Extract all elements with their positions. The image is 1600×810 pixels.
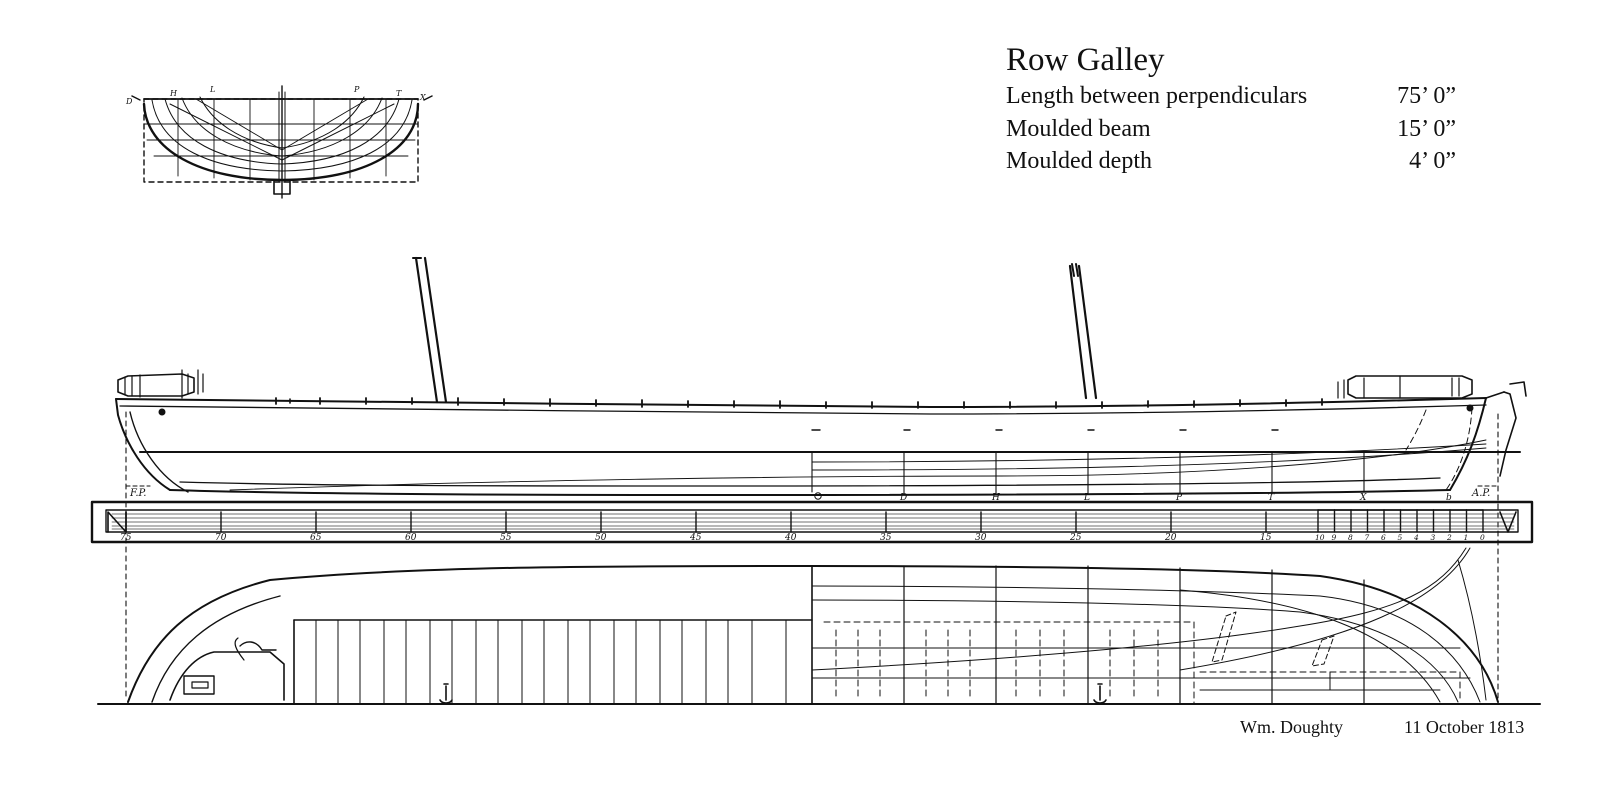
scale-label: 10 [1315, 533, 1325, 542]
scale-label: 3 [1431, 533, 1436, 542]
body-plan-station-label: D [125, 97, 133, 106]
scale-label: 4 [1413, 533, 1419, 542]
dimension-label: Moulded beam [1006, 115, 1151, 142]
scale-label: 65 [310, 533, 322, 543]
drawing-title: Row Galley [1006, 42, 1165, 78]
dimension-label: Length between perpendiculars [1006, 83, 1308, 109]
scale-label: 0 [1480, 533, 1485, 542]
dimension-value: 75’ 0” [1397, 83, 1456, 109]
station-letter: T [1268, 493, 1275, 503]
station-letter: H [991, 493, 1000, 503]
dimension-row-beam: Moulded beam 15’ 0” [1006, 113, 1466, 146]
station-letter: L [1083, 493, 1090, 503]
scale-label: 2 [1446, 533, 1452, 542]
scale-label: 60 [405, 533, 417, 543]
title-block: Row Galley Length between perpendiculars… [1006, 40, 1466, 178]
scale-label: 50 [595, 533, 607, 543]
body-plan [131, 85, 433, 199]
scale-label: 1 [1464, 533, 1469, 542]
scale-label: 25 [1069, 533, 1082, 543]
scale-label: 7 [1365, 533, 1370, 542]
scale-label: 15 [1260, 533, 1272, 543]
midship-mark [814, 492, 822, 500]
scale-label: 70 [215, 533, 227, 543]
scale-label: 5 [1398, 533, 1403, 542]
half-breadth-plan [97, 547, 1541, 705]
scale-label: 40 [784, 533, 797, 543]
body-plan-station-label: P [353, 85, 360, 94]
body-plan-station-label: T [396, 89, 402, 98]
draftsman-name: Wm. Doughty [1240, 717, 1343, 737]
station-letter: D [899, 493, 907, 503]
scale-label: 30 [975, 533, 987, 543]
dimension-row-length: Length between perpendiculars 75’ 0” [1006, 80, 1466, 113]
signature-line: Wm. Doughty 11 October 1813 [1240, 717, 1550, 741]
station-letter: X [1359, 493, 1367, 503]
body-plan-station-label: L [209, 85, 215, 94]
scale-label: 6 [1381, 533, 1386, 542]
body-plan-station-label: X [419, 93, 426, 102]
scale-label: 45 [689, 533, 702, 543]
scale-label: 75 [120, 533, 132, 543]
scale-label: 8 [1348, 533, 1353, 542]
scale-label: 20 [1164, 533, 1177, 543]
scale-bar [90, 500, 1534, 544]
body-plan-labels: D H L P T X [125, 85, 426, 106]
body-plan-station-label: H [169, 89, 178, 98]
station-letter: P [1175, 493, 1183, 503]
scale-label: 35 [880, 533, 892, 543]
dimension-label: Moulded depth [1006, 148, 1152, 174]
aft-perpendicular-label: A.P. [1471, 488, 1490, 499]
dimension-row-depth: Moulded depth 4’ 0” [1006, 145, 1466, 178]
sheer-profile [115, 256, 1527, 701]
drawing-date: 11 October 1813 [1404, 717, 1525, 737]
scale-label: 55 [500, 533, 512, 543]
station-letter: b [1446, 493, 1452, 503]
forward-perpendicular-label: F.P. [129, 488, 146, 499]
scale-label: 9 [1332, 533, 1337, 542]
dimension-value: 4’ 0” [1409, 148, 1456, 174]
dimension-value: 15’ 0” [1397, 115, 1456, 142]
